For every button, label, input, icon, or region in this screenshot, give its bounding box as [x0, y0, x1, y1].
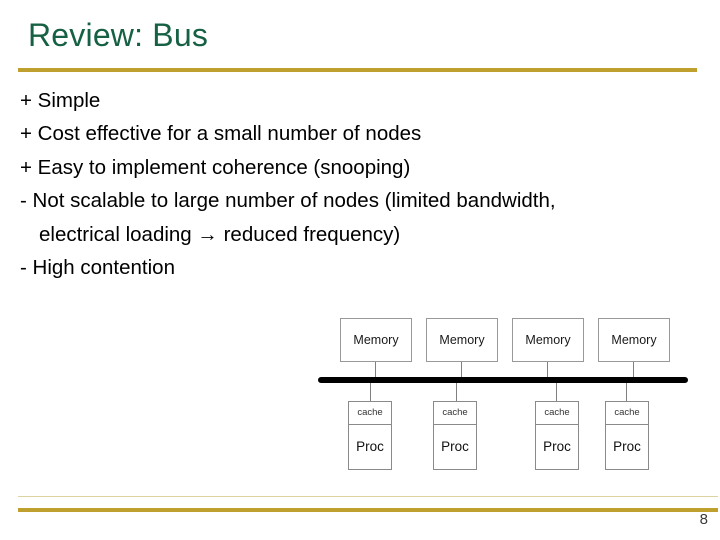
bullet-item: + Easy to implement coherence (snooping)	[20, 155, 411, 179]
bullet-item: - Not scalable to large number of nodes …	[20, 189, 556, 213]
memory-box: Memory	[340, 318, 412, 362]
connector-line	[375, 362, 376, 377]
connector-line	[556, 383, 557, 401]
processor-node: cache Proc	[605, 401, 649, 470]
connector-line	[456, 383, 457, 401]
connector-line	[547, 362, 548, 377]
connector-line	[633, 362, 634, 377]
cache-box: cache	[535, 401, 579, 425]
connector-line	[626, 383, 627, 401]
connector-line	[461, 362, 462, 377]
slide-title: Review: Bus	[28, 17, 209, 53]
connector-line	[370, 383, 371, 401]
proc-box: Proc	[433, 424, 477, 470]
bus-line	[318, 377, 688, 383]
cache-box: cache	[605, 401, 649, 425]
processor-node: cache Proc	[348, 401, 392, 470]
processor-node: cache Proc	[433, 401, 477, 470]
bullet-item: + Cost effective for a small number of n…	[20, 122, 422, 146]
proc-box: Proc	[535, 424, 579, 470]
bullet-list: + Simple + Cost effective for a small nu…	[20, 84, 700, 284]
footer-divider	[18, 508, 718, 512]
proc-box: Proc	[348, 424, 392, 470]
page-number: 8	[699, 511, 708, 528]
title-divider	[18, 68, 697, 72]
footer-divider-thin	[18, 496, 718, 497]
memory-box: Memory	[426, 318, 498, 362]
bullet-item: + Simple	[20, 89, 101, 112]
bullet-item: - High contention	[20, 255, 175, 279]
proc-box: Proc	[605, 424, 649, 470]
memory-box: Memory	[598, 318, 670, 362]
processor-node: cache Proc	[535, 401, 579, 470]
bullet-item-continuation: electrical loading → reduced frequency)	[39, 222, 401, 246]
cache-box: cache	[433, 401, 477, 425]
memory-box: Memory	[512, 318, 584, 362]
cache-box: cache	[348, 401, 392, 425]
